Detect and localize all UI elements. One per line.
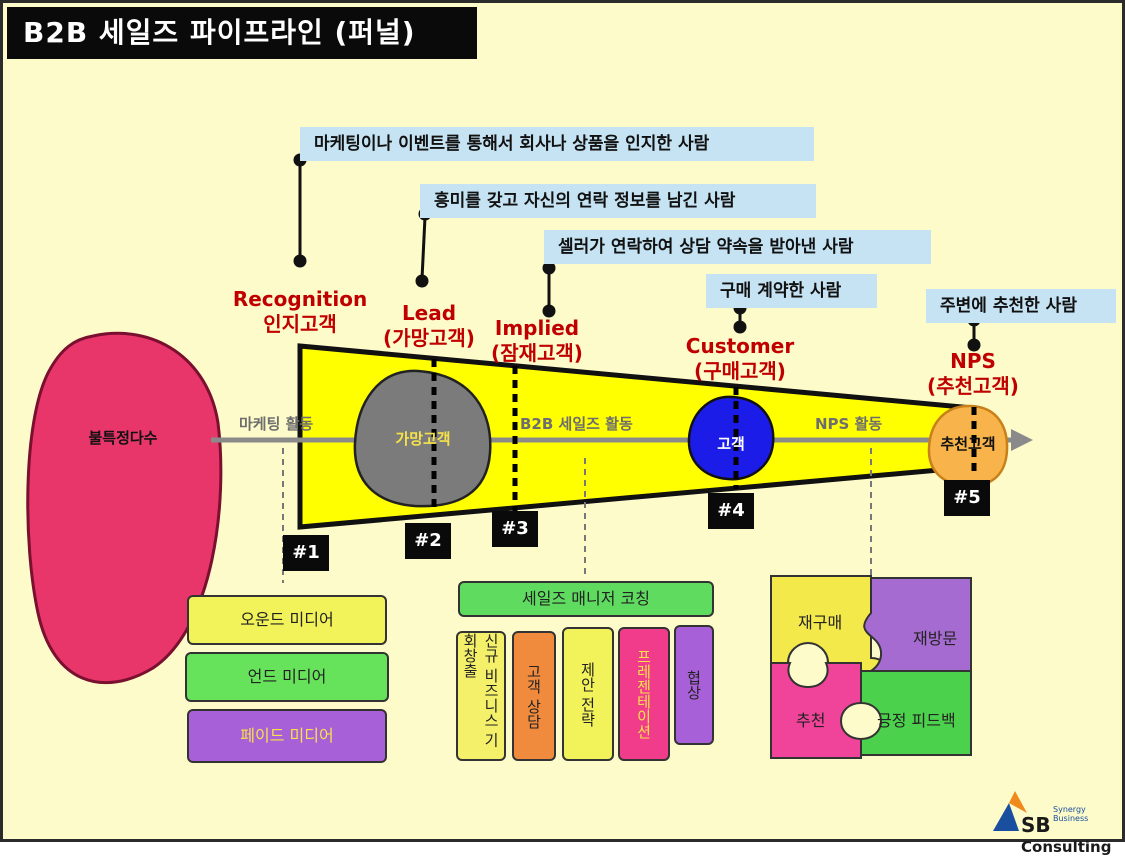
- stage-customer: Customer (구매고객): [675, 334, 805, 384]
- stage-implied-en: Implied: [494, 316, 580, 340]
- stage-lead: Lead (가망고객): [365, 301, 493, 351]
- stage-implied: Implied (잠재고객): [473, 316, 601, 366]
- nps-puzzle: [770, 575, 972, 759]
- stage-lead-ko: (가망고객): [383, 326, 475, 350]
- stage-lead-en: Lead: [401, 301, 457, 325]
- recognition-description: 마케팅이나 이벤트를 통해서 회사나 상품을 인지한 사람: [300, 127, 814, 161]
- logo-tagline: Synergy Business: [1053, 805, 1089, 823]
- earned-media-book: 언드 미디어: [185, 652, 389, 702]
- stage-recognition-ko: 인지고객: [263, 312, 337, 336]
- stage-recognition-en: Recognition: [232, 287, 368, 311]
- marker-2: #2: [405, 523, 451, 559]
- nps-activity-label: NPS 활동: [815, 415, 883, 433]
- logo-mark-icon: [993, 791, 1027, 831]
- customer-label: 고객: [717, 435, 745, 453]
- paid-media-book: 페이드 미디어: [187, 709, 387, 763]
- nps-description: 주변에 추천한 사람: [926, 289, 1116, 323]
- marker-4: #4: [708, 493, 754, 529]
- unspecified-crowd-blob: [26, 331, 223, 684]
- prospect-blob: [353, 369, 492, 508]
- sales-book-consultation: 고객 상담: [512, 631, 556, 761]
- stage-customer-ko: (구매고객): [694, 359, 786, 383]
- owned-media-book: 오운드 미디어: [187, 595, 387, 645]
- puzzle-label-revisit: 재방문: [913, 629, 958, 648]
- callout-connectors: [293, 153, 981, 352]
- puzzle-label-repurchase: 재구매: [798, 613, 843, 632]
- marker-3: #3: [492, 511, 538, 547]
- pipeline-arrow-head: [1011, 429, 1033, 451]
- implied-description: 셀러가 연락하여 상담 약속을 받아낸 사람: [544, 230, 931, 264]
- stage-nps-ko: (추천고객): [927, 374, 1019, 398]
- logo-sb: SB: [1021, 813, 1051, 837]
- lead-description: 흥미를 갖고 자신의 연락 정보를 남긴 사람: [420, 184, 816, 218]
- stage-recognition: Recognition 인지고객: [225, 287, 375, 337]
- sales-coaching-book: 세일즈 매니저 코칭: [458, 581, 714, 617]
- customer-description: 구매 계약한 사람: [706, 274, 877, 308]
- sales-book-proposal: 제안 전략: [562, 627, 614, 761]
- funnel-diagram: [26, 153, 1033, 831]
- stage-nps-en: NPS: [950, 349, 996, 373]
- customer-blob: [687, 395, 775, 481]
- puzzle-piece-positive-feedback: [860, 670, 972, 756]
- sales-book-negotiation: 협상: [674, 625, 714, 745]
- marker-1: #1: [283, 535, 329, 571]
- stage-nps: NPS (추천고객): [909, 349, 1037, 399]
- logo-consulting: Consulting: [1021, 838, 1112, 856]
- page-title: B2B 세일즈 파이프라인 (퍼널): [7, 7, 477, 59]
- unspecified-crowd-label: 불특정다수: [88, 429, 158, 447]
- sales-activity-label: B2B 세일즈 활동: [520, 415, 633, 433]
- sales-book-new-business: 신규 비즈니스 기회창출: [456, 631, 506, 761]
- puzzle-label-referral: 추천: [796, 711, 826, 730]
- sales-book-presentation: 프레젠테이션: [618, 627, 670, 761]
- puzzle-label-positive-feedback: 긍정 피드백: [877, 711, 956, 730]
- prospect-label: 가망고객: [395, 430, 451, 448]
- marketing-activity-label: 마케팅 활동: [239, 415, 314, 433]
- stage-implied-ko: (잠재고객): [491, 341, 583, 365]
- marker-5: #5: [944, 480, 990, 516]
- company-logo: SB Consulting: [1021, 813, 1122, 856]
- stage-customer-en: Customer: [685, 334, 795, 358]
- referrer-label: 추천고객: [940, 435, 996, 453]
